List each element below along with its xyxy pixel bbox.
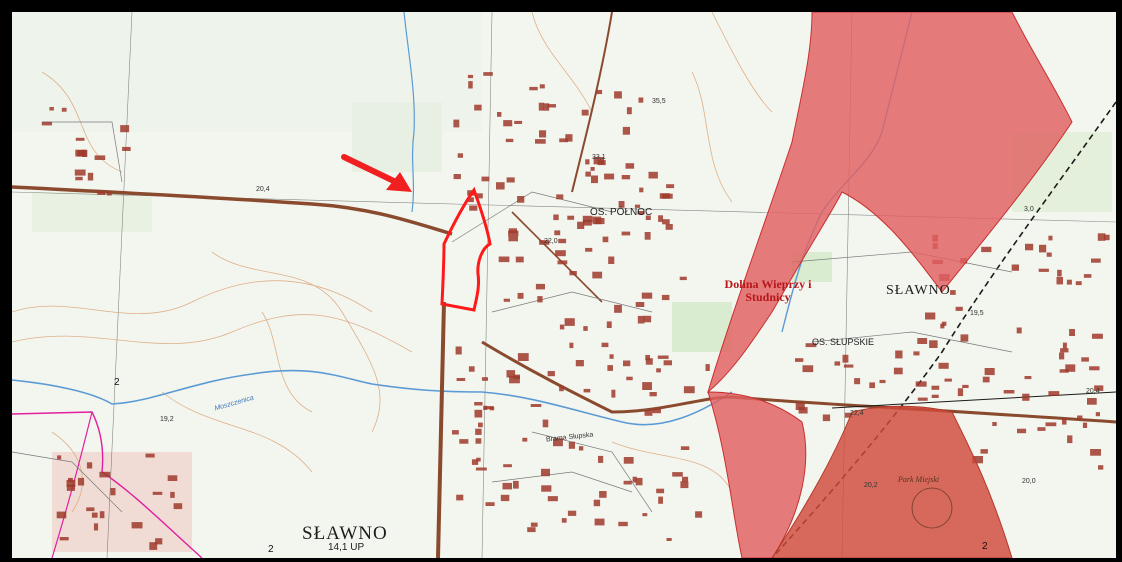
- pointer-arrow: [341, 154, 412, 192]
- park-label: Park Miejski: [898, 475, 940, 484]
- protected-area-label: Dolina Wieprzy i Studnicy: [724, 277, 812, 304]
- town-label-east: SŁAWNO: [886, 283, 951, 298]
- district-label-slupskie: OS. SŁUPSKIE: [812, 337, 875, 347]
- grid-number-c: 2: [982, 541, 988, 552]
- spot-height-19: 19,2: [160, 416, 174, 423]
- town-label-west-sub: 14,1 UP: [328, 542, 365, 553]
- protected-area-south: [707, 391, 807, 558]
- map-canvas: [12, 12, 1116, 558]
- topographic-map[interactable]: SŁAWNO 14,1 UP SŁAWNO OS. PÓŁNOC OS. SŁU…: [12, 12, 1116, 558]
- spot-height-22: 22,0: [544, 238, 558, 245]
- protected-area-southeast: [771, 405, 1013, 558]
- spot-height-35: 35,5: [652, 98, 666, 105]
- spot-height-33: 33,1: [592, 154, 606, 161]
- spot-height-19-5: 19,5: [970, 310, 984, 317]
- spot-height-20-4b: 20,4: [1086, 388, 1100, 395]
- spot-height-20: 20,0: [1022, 478, 1036, 485]
- highlighted-parcel-outline: [440, 186, 492, 312]
- protected-area-north: [707, 12, 1073, 394]
- town-label-west: SŁAWNO: [302, 523, 388, 544]
- spot-height-22-4: 22,4: [850, 410, 864, 417]
- spot-height-20-4a: 20,4: [256, 186, 270, 193]
- grid-number-b: 2: [268, 544, 274, 555]
- district-label-north: OS. PÓŁNOC: [590, 207, 653, 218]
- spot-height-20-2: 20,2: [864, 482, 878, 489]
- grid-number-a: 2: [114, 377, 120, 388]
- spot-height-3: 3,0: [1024, 206, 1034, 213]
